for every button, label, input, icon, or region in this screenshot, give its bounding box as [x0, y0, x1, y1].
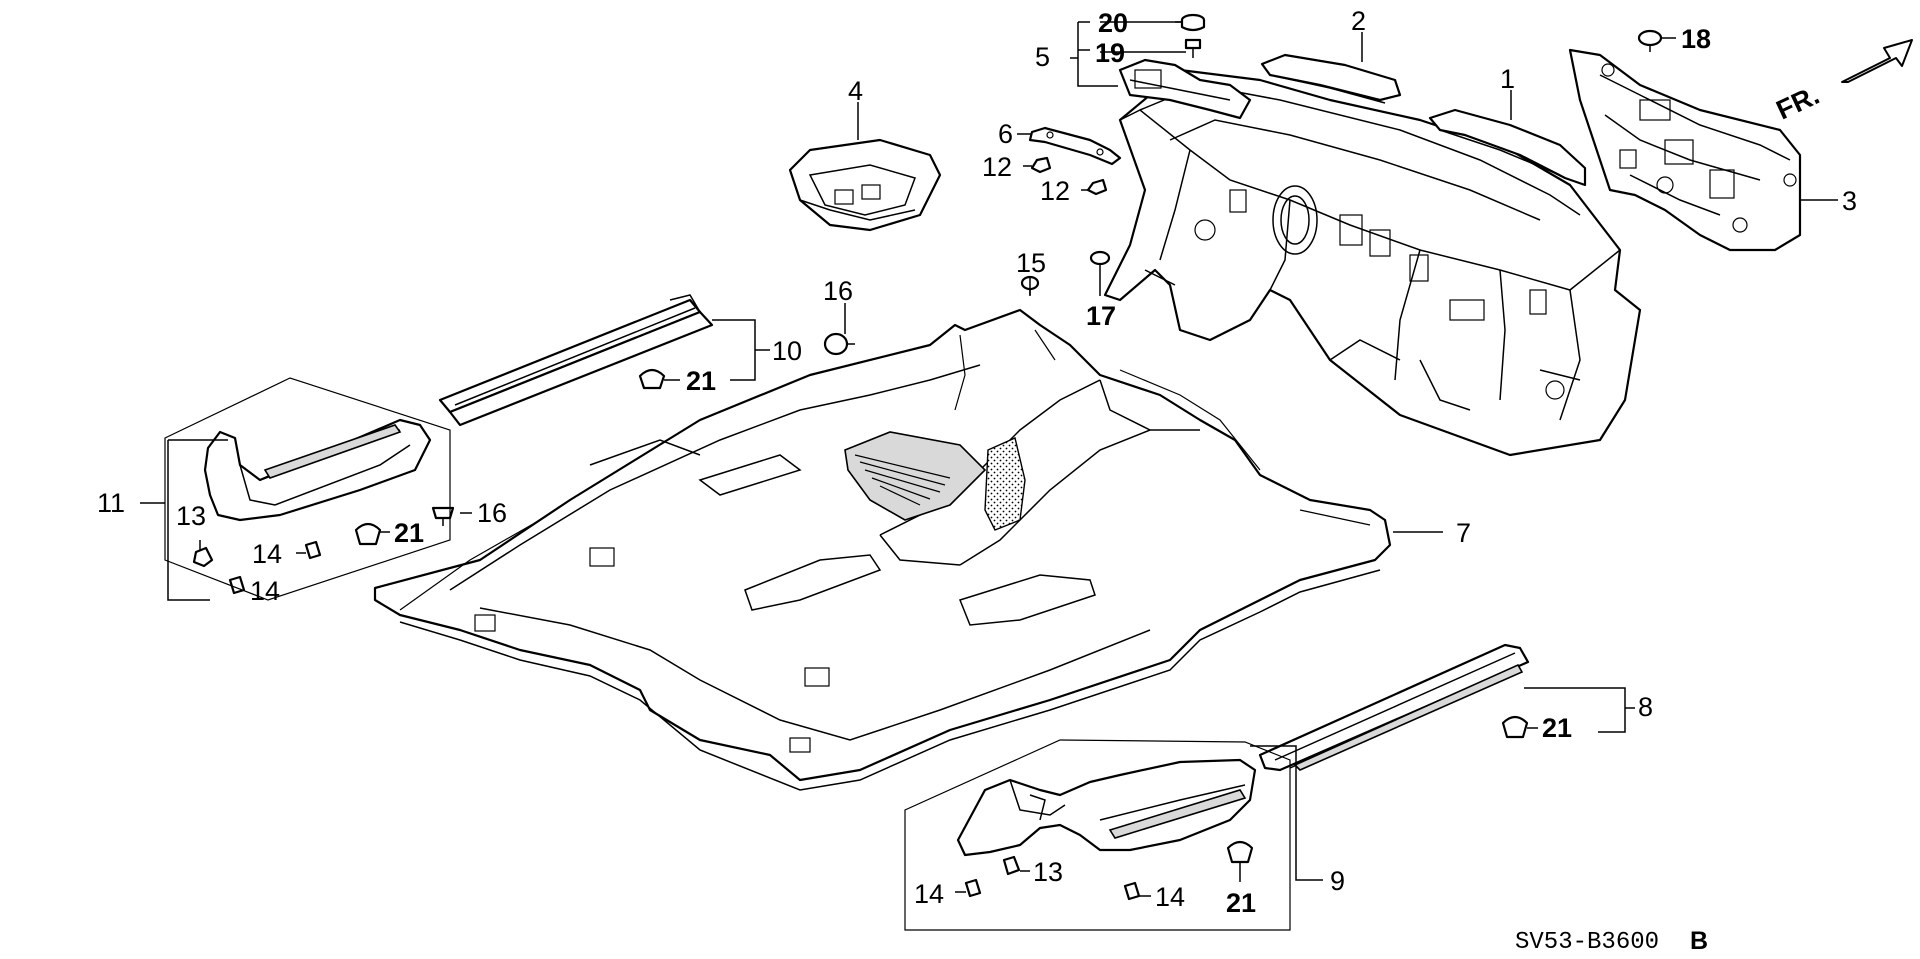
callout-7: 7 [1456, 518, 1471, 548]
kick-panel-right [956, 758, 1257, 857]
diagram-code-suffix: B [1690, 927, 1708, 955]
callout-14d: 14 [1155, 882, 1185, 912]
floor-carpet [373, 308, 1392, 791]
callout-4: 4 [848, 76, 863, 106]
diagram-code: SV53-B3600 B [1515, 927, 1708, 956]
callout-14b: 14 [250, 576, 280, 606]
callout-8: 8 [1638, 692, 1653, 722]
callout-16b: 16 [477, 498, 507, 528]
callout-2: 2 [1351, 6, 1366, 36]
rear-panel-trim [1103, 68, 1642, 457]
callout-5: 5 [1035, 42, 1050, 72]
callout-14c: 14 [914, 879, 944, 909]
callout-17: 17 [1086, 301, 1116, 331]
bracket-6 [1028, 126, 1122, 166]
callout-20: 20 [1098, 8, 1128, 38]
shelf-trim-strips [1118, 53, 1587, 187]
kick-panel-left [203, 418, 432, 522]
sill-strip-8 [1258, 643, 1530, 772]
fasteners [192, 13, 1663, 901]
front-direction-arrow: FR. [1772, 39, 1913, 126]
console-tray [788, 138, 942, 232]
direction-label: FR. [1772, 80, 1824, 126]
callout-16a: 16 [823, 276, 853, 306]
callout-13b: 13 [1033, 857, 1063, 887]
callout-21b: 21 [394, 518, 424, 548]
callout-11: 11 [97, 488, 125, 518]
callout-10: 10 [772, 336, 802, 366]
callout-1: 1 [1500, 64, 1515, 94]
callout-9: 9 [1330, 866, 1345, 896]
callout-21c: 21 [1542, 713, 1572, 743]
callout-12b: 12 [1040, 176, 1070, 206]
diagram-code-text: SV53-B3600 [1515, 929, 1659, 956]
callout-21d: 21 [1226, 888, 1256, 918]
callout-21a: 21 [686, 366, 716, 396]
callout-labels: 1 2 3 4 5 6 7 8 9 10 11 12 12 13 13 14 1… [97, 6, 1857, 918]
callout-13a: 13 [176, 501, 206, 531]
callout-12a: 12 [982, 152, 1012, 182]
leader-lines [140, 21, 1838, 931]
bulkhead-insulator [1568, 48, 1802, 252]
callout-19: 19 [1095, 38, 1125, 68]
sill-strip-10 [438, 294, 714, 427]
callout-3: 3 [1842, 186, 1857, 216]
callout-14a: 14 [252, 539, 282, 569]
callout-6: 6 [998, 119, 1013, 149]
callout-18: 18 [1681, 24, 1711, 54]
callout-15: 15 [1016, 248, 1046, 278]
